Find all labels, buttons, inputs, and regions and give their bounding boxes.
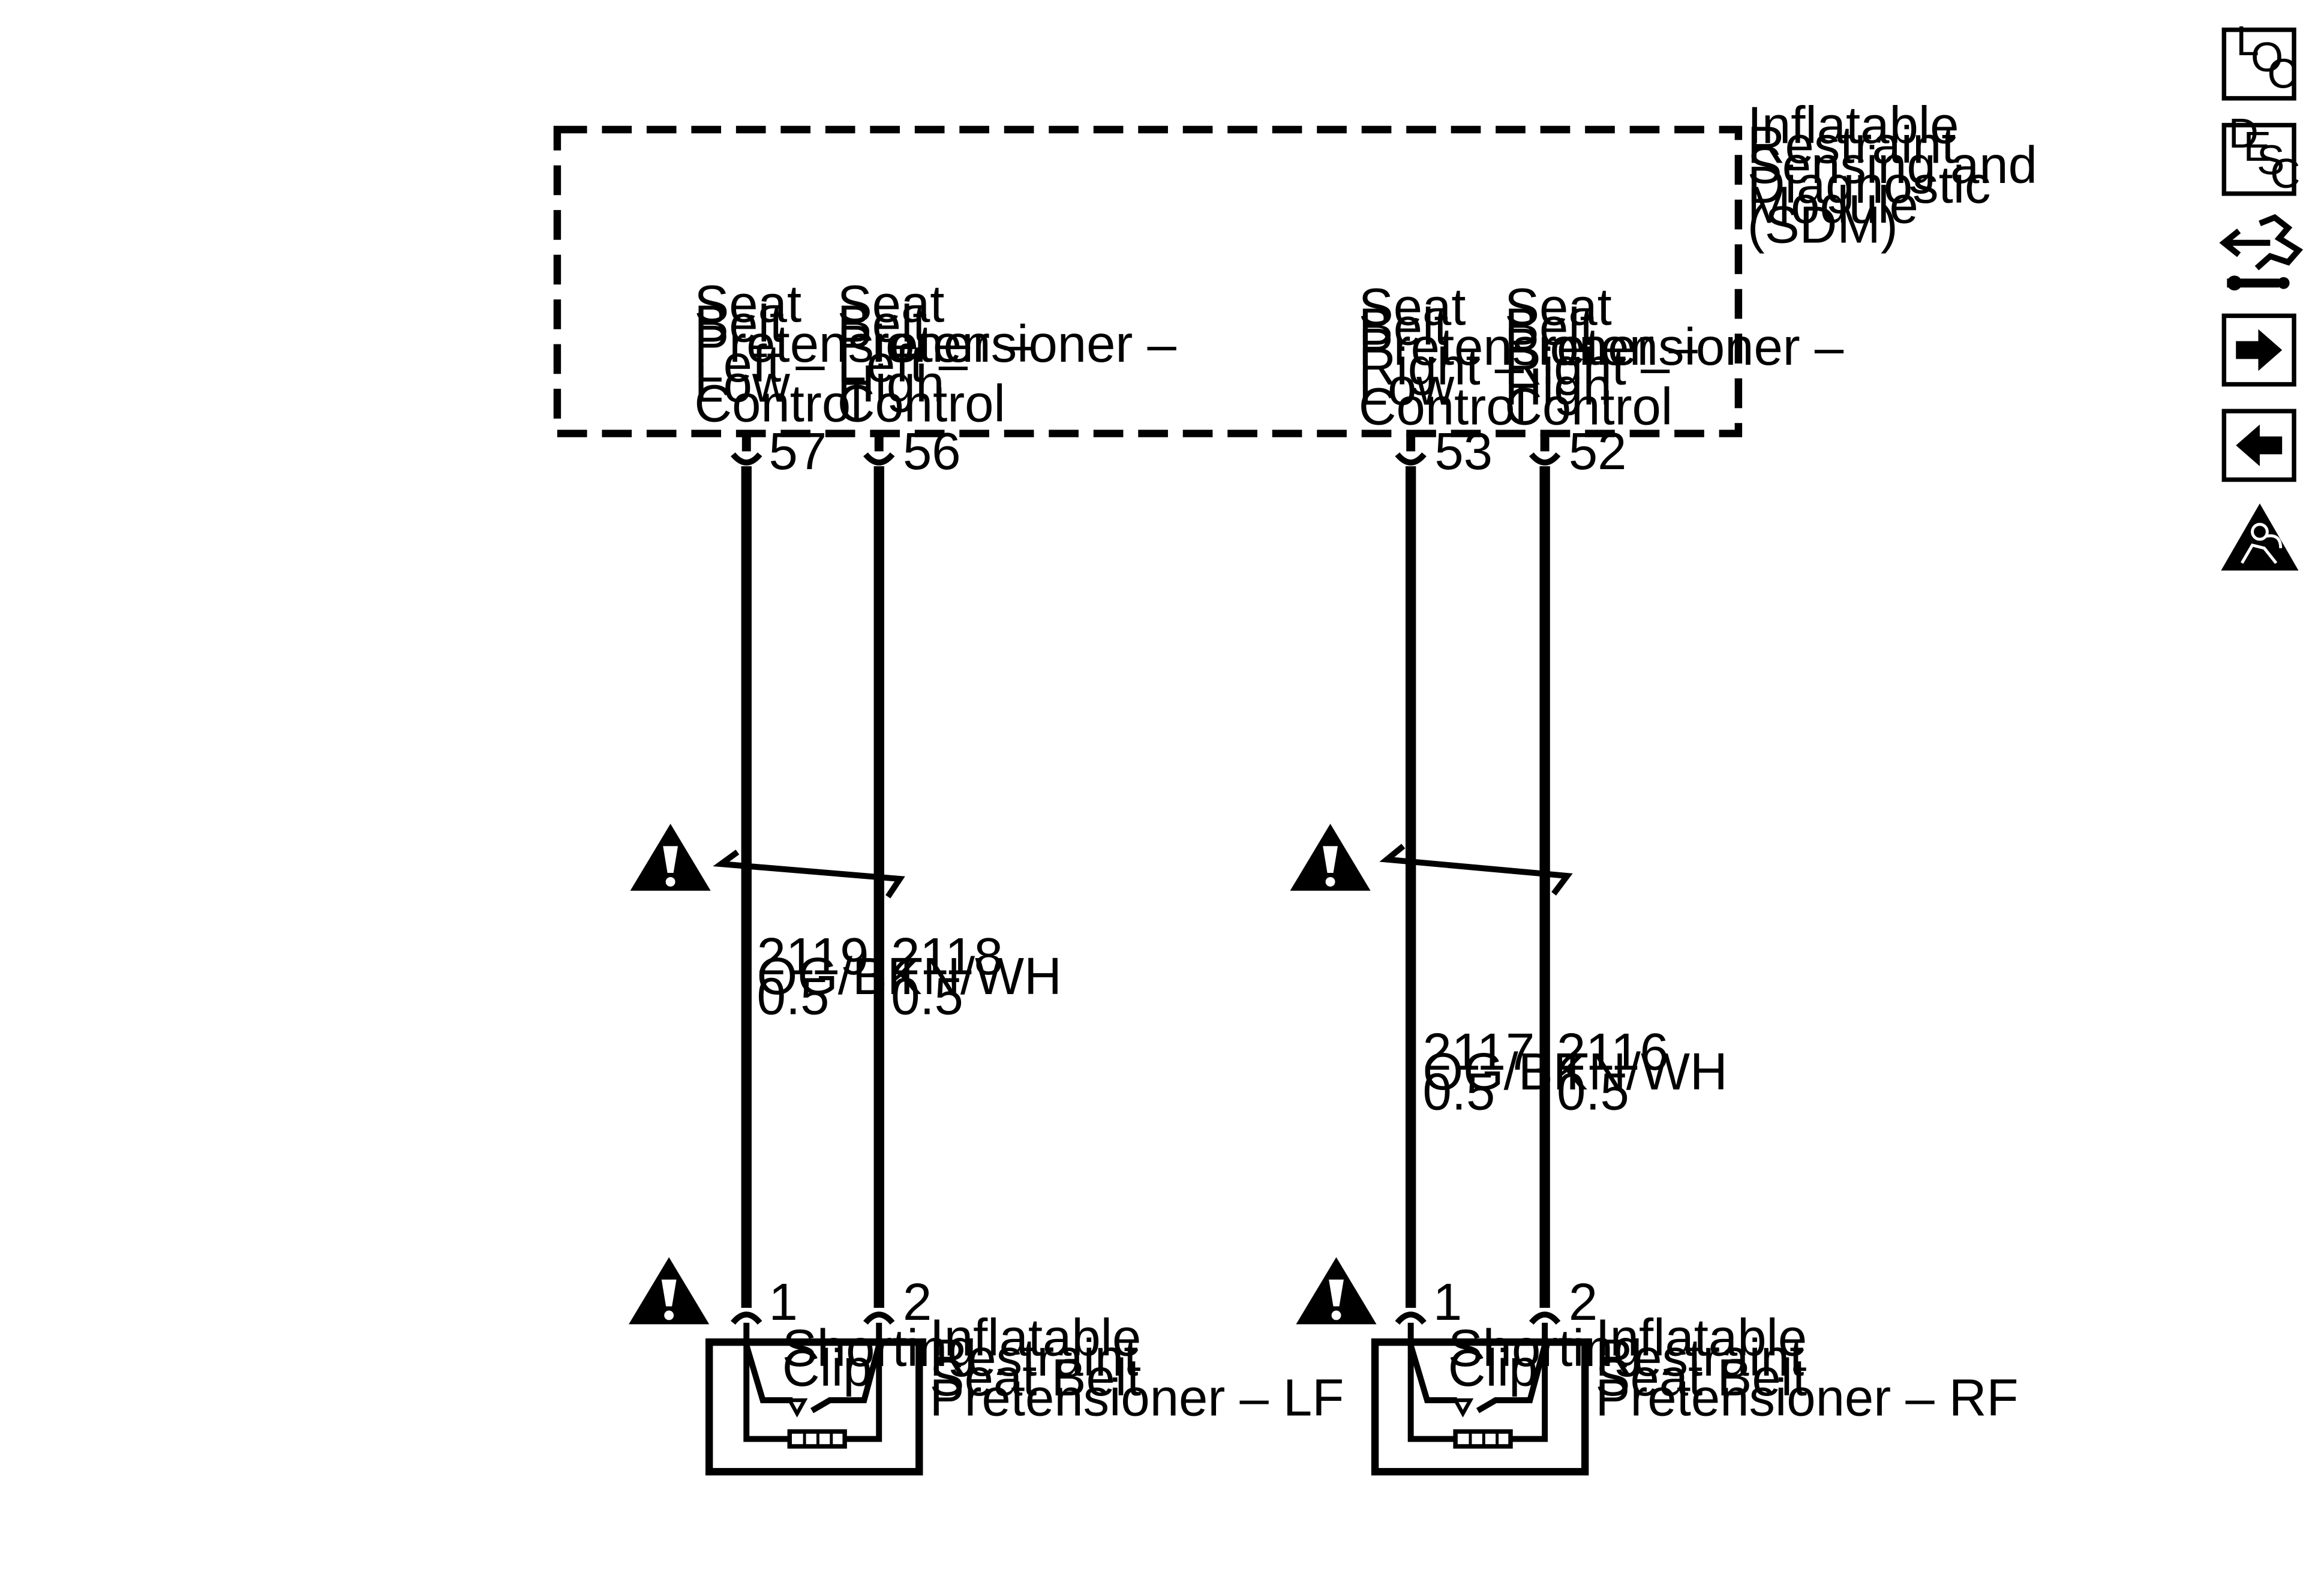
pretensioner-terminal [731,1311,762,1325]
exclamation-triangle-icon[interactable] [1290,824,1371,891]
svg-text:C: C [2267,50,2297,97]
sdm-module-outline [553,125,1743,437]
svg-text:E: E [2244,123,2271,170]
sdm-terminal-53 [1395,433,1427,466]
exclamation-triangle-icon[interactable] [1296,1257,1377,1325]
shorting-clip-label: Shorting Clip [782,1319,991,1397]
pretensioner-pin-number: 2 [1569,1273,1598,1331]
wire-label-2117: 2117 OG/BK 0.5 [1423,1023,1602,1121]
sdm-terminal-57 [731,433,762,466]
shorting-clip-label: Shorting Clip [1448,1319,1657,1397]
svg-text:O: O [2251,34,2283,80]
pretensioner-pin-number: 2 [903,1273,932,1331]
wire-label-2119: 2119 OG/BK 0.5 [757,927,936,1026]
pretensioner-terminal [1529,1311,1561,1325]
svg-text:L: L [2236,17,2259,64]
description-icon[interactable]: D E S C [2221,110,2301,197]
wire-label-2118: 2118 TN/WH 0.5 [891,927,1076,1026]
pretensioner-rf: Shorting Clip [1371,1319,1657,1476]
pretensioner-terminal [863,1311,895,1325]
pretensioner-lf: Shorting Clip [705,1319,991,1476]
sdm-pin-number: 57 [768,422,827,481]
shorting-clip [1407,1344,1548,1418]
twisted-pair-marker [1379,843,1573,896]
sdm-label: Inflatable Restraint Sensing and Diagnos… [1747,96,2052,254]
svg-text:C: C [2270,150,2300,197]
sdm-terminal-52 [1529,433,1561,466]
twisted-pair-marker [713,849,905,899]
pretensioner-pin-number: 1 [768,1273,797,1331]
pretensioner-rf-label: Inflatable Restraint Seat Belt Pretensio… [1596,1308,2019,1427]
squib-resistor [1453,1429,1513,1449]
next-arrow-icon[interactable] [2221,313,2296,387]
wire-label-2116: 2116 TN/WH 0.5 [1557,1023,1742,1121]
pretensioner-terminal [1395,1311,1427,1325]
sdm-pin-label-left-high: Seat Belt Pretensioner – Left – High Con… [837,275,1191,433]
sdm-pin-number: 56 [903,422,961,481]
pretensioner-lf-label: Inflatable Restraint Seat Belt Pretensio… [930,1308,1344,1427]
sdm-pin-label-right-low: Seat Belt Pretensioner – Right – Low Con… [1359,278,1712,436]
sdm-pin-label-right-high: Seat Belt Pretensioner – Right – High Co… [1505,278,1858,436]
squib-resistor [787,1429,847,1449]
connector-tool-icon[interactable] [2219,214,2304,291]
exclamation-triangle-icon[interactable] [630,824,711,891]
previous-arrow-icon[interactable] [2221,409,2296,482]
location-icon[interactable]: L O C [2221,17,2298,101]
shorting-clip [743,1344,882,1418]
sdm-pin-label-left-low: Seat Belt Pretensioner – Left – Low Cont… [694,275,1047,433]
pretensioner-pin-number: 1 [1433,1273,1462,1331]
svg-text:D: D [2229,110,2259,157]
sdm-pin-number: 53 [1434,422,1493,481]
exclamation-triangle-icon[interactable] [629,1257,710,1325]
sdm-terminal-56 [863,433,895,466]
airbag-icon[interactable] [2221,503,2299,571]
sdm-pin-number: 52 [1569,422,1627,481]
svg-text:S: S [2257,137,2284,184]
